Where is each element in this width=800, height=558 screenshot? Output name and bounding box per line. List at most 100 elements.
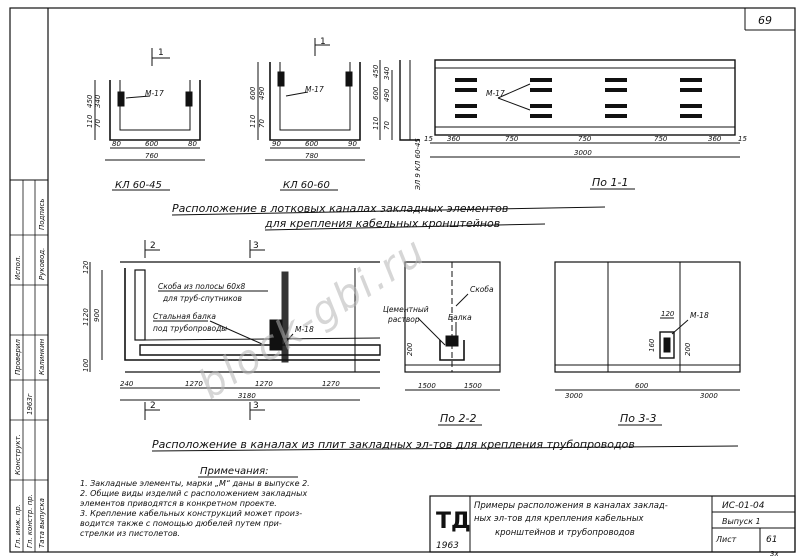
svg-text:Подпись: Подпись <box>38 199 46 231</box>
svg-text:1963г: 1963г <box>26 393 34 415</box>
svg-text:Лист: Лист <box>715 535 737 544</box>
svg-text:Испол.: Испол. <box>14 255 22 280</box>
svg-text:Калинкин: Калинкин <box>38 338 46 375</box>
svg-text:100: 100 <box>82 358 90 372</box>
svg-text:3х: 3х <box>770 550 779 558</box>
svg-text:70: 70 <box>383 121 391 130</box>
svg-text:1500: 1500 <box>464 382 482 390</box>
svg-text:61: 61 <box>766 535 777 545</box>
svg-text:1270: 1270 <box>322 380 340 388</box>
svg-text:3. Крепление кабельных констру: 3. Крепление кабельных конструкций может… <box>80 509 302 518</box>
heading-slab-channels: Расположение в каналах из плит закладных… <box>151 438 739 452</box>
svg-text:для крепления кабельных кроншт: для крепления кабельных кронштейнов <box>264 217 500 230</box>
svg-text:450: 450 <box>86 94 94 108</box>
svg-text:490: 490 <box>383 88 391 102</box>
svg-text:3: 3 <box>253 401 259 411</box>
figure-kl60-45: 1 М-17 450 340 110 70 80 600 80 760 КЛ 6… <box>86 48 205 191</box>
svg-text:3180: 3180 <box>238 392 256 400</box>
svg-text:450: 450 <box>372 64 380 78</box>
svg-text:М-18: М-18 <box>295 325 314 334</box>
figure-section-3-3: М-18 120 160 200 3000 600 3000 По 3-3 <box>554 261 741 426</box>
svg-text:160: 160 <box>648 338 656 352</box>
svg-text:ных эл-тов для крепления кабел: ных эл-тов для крепления кабельных <box>474 514 645 524</box>
svg-text:120: 120 <box>82 260 90 274</box>
svg-text:70: 70 <box>94 119 102 128</box>
svg-text:780: 780 <box>305 152 319 160</box>
svg-text:М-18: М-18 <box>690 311 709 320</box>
svg-text:1: 1 <box>158 48 164 58</box>
svg-text:900: 900 <box>93 308 101 322</box>
figure-plan-1-1: М-17 15 360 750 750 750 360 15 3000 По 1… <box>424 59 747 190</box>
svg-text:элементов приводятся в конкрет: элементов приводятся в конкретном проект… <box>80 499 277 508</box>
svg-text:М-17: М-17 <box>305 85 324 94</box>
svg-text:600: 600 <box>249 86 257 100</box>
svg-text:По 3-3: По 3-3 <box>620 412 656 425</box>
svg-text:Тата выпуска: Тата выпуска <box>38 498 46 548</box>
svg-text:для труб-спутников: для труб-спутников <box>162 294 242 303</box>
side-title-block: Гл. инж. пр. Гл. констр. пр. Тата выпуск… <box>9 179 49 553</box>
svg-text:2: 2 <box>150 401 156 411</box>
svg-text:110: 110 <box>86 114 94 128</box>
svg-text:Стальная балка: Стальная балка <box>153 312 216 321</box>
svg-text:раствор: раствор <box>387 315 420 324</box>
svg-text:3000: 3000 <box>565 392 583 400</box>
svg-text:3000: 3000 <box>700 392 718 400</box>
svg-text:Примечания:: Примечания: <box>200 466 269 477</box>
svg-text:240: 240 <box>120 380 134 388</box>
svg-text:Гл. инж. пр.: Гл. инж. пр. <box>14 504 22 548</box>
svg-text:750: 750 <box>505 135 519 143</box>
svg-text:1270: 1270 <box>185 380 203 388</box>
svg-text:Проверил: Проверил <box>14 339 22 375</box>
svg-text:200: 200 <box>406 342 414 356</box>
svg-text:1120: 1120 <box>82 308 90 326</box>
svg-text:490: 490 <box>258 86 266 100</box>
svg-text:ЭЛ 9 КЛ 60-45: ЭЛ 9 КЛ 60-45 <box>414 138 422 191</box>
svg-text:водится также с помощью дюбеле: водится также с помощью дюбелей путем пр… <box>80 519 282 528</box>
svg-text:Выпуск 1: Выпуск 1 <box>722 517 761 526</box>
notes: Примечания: 1. Закладные элементы, марки… <box>80 466 310 538</box>
svg-text:Руковод.: Руковод. <box>38 248 46 280</box>
svg-text:750: 750 <box>654 135 668 143</box>
svg-text:110: 110 <box>249 114 257 128</box>
svg-text:ИС-01-04: ИС-01-04 <box>722 501 765 511</box>
svg-text:1: 1 <box>320 37 326 47</box>
svg-text:Цементный: Цементный <box>383 305 429 314</box>
svg-text:360: 360 <box>708 135 722 143</box>
svg-text:кронштейнов и трубопроводов: кронштейнов и трубопроводов <box>495 528 635 538</box>
svg-text:под трубопроводы: под трубопроводы <box>153 324 227 333</box>
svg-text:760: 760 <box>145 152 159 160</box>
svg-text:200: 200 <box>684 342 692 356</box>
svg-text:М-17: М-17 <box>486 89 505 98</box>
figure-side-section: 600 490 450 340 110 70 ЭЛ 9 КЛ 60-45 <box>372 60 422 191</box>
heading-trough-channels: Расположение в лотковых каналах закладны… <box>171 202 606 231</box>
svg-text:90: 90 <box>272 140 281 148</box>
svg-text:750: 750 <box>578 135 592 143</box>
svg-text:Скоба: Скоба <box>470 285 494 294</box>
svg-text:600: 600 <box>635 382 649 390</box>
svg-text:3: 3 <box>253 241 259 251</box>
figure-channel-section: 2 3 Скоба из полосы 60х8 для труб-спутни… <box>82 240 381 420</box>
svg-text:2: 2 <box>150 241 156 251</box>
svg-text:90: 90 <box>348 140 357 148</box>
svg-text:110: 110 <box>372 116 380 130</box>
svg-text:340: 340 <box>383 66 391 80</box>
svg-text:2. Общие виды изделий с распол: 2. Общие виды изделий с расположением за… <box>80 489 307 498</box>
svg-text:Балка: Балка <box>448 313 472 322</box>
svg-text:600: 600 <box>372 86 380 100</box>
svg-text:15: 15 <box>424 135 433 143</box>
svg-text:80: 80 <box>112 140 121 148</box>
svg-text:3000: 3000 <box>574 149 592 157</box>
svg-text:М-17: М-17 <box>145 89 164 98</box>
figure-kl60-60: 1 М-17 600 490 110 70 90 600 90 780 КЛ 6… <box>249 37 365 191</box>
svg-text:340: 340 <box>94 94 102 108</box>
svg-text:1963: 1963 <box>436 541 459 551</box>
svg-text:Примеры расположения в каналах: Примеры расположения в каналах заклад- <box>474 501 668 511</box>
svg-text:80: 80 <box>188 140 197 148</box>
svg-text:1270: 1270 <box>255 380 273 388</box>
svg-text:По 1-1: По 1-1 <box>592 176 628 189</box>
td-logo: ТД <box>436 509 471 534</box>
svg-text:600: 600 <box>305 140 319 148</box>
svg-text:70: 70 <box>258 119 266 128</box>
svg-text:69: 69 <box>758 14 772 27</box>
